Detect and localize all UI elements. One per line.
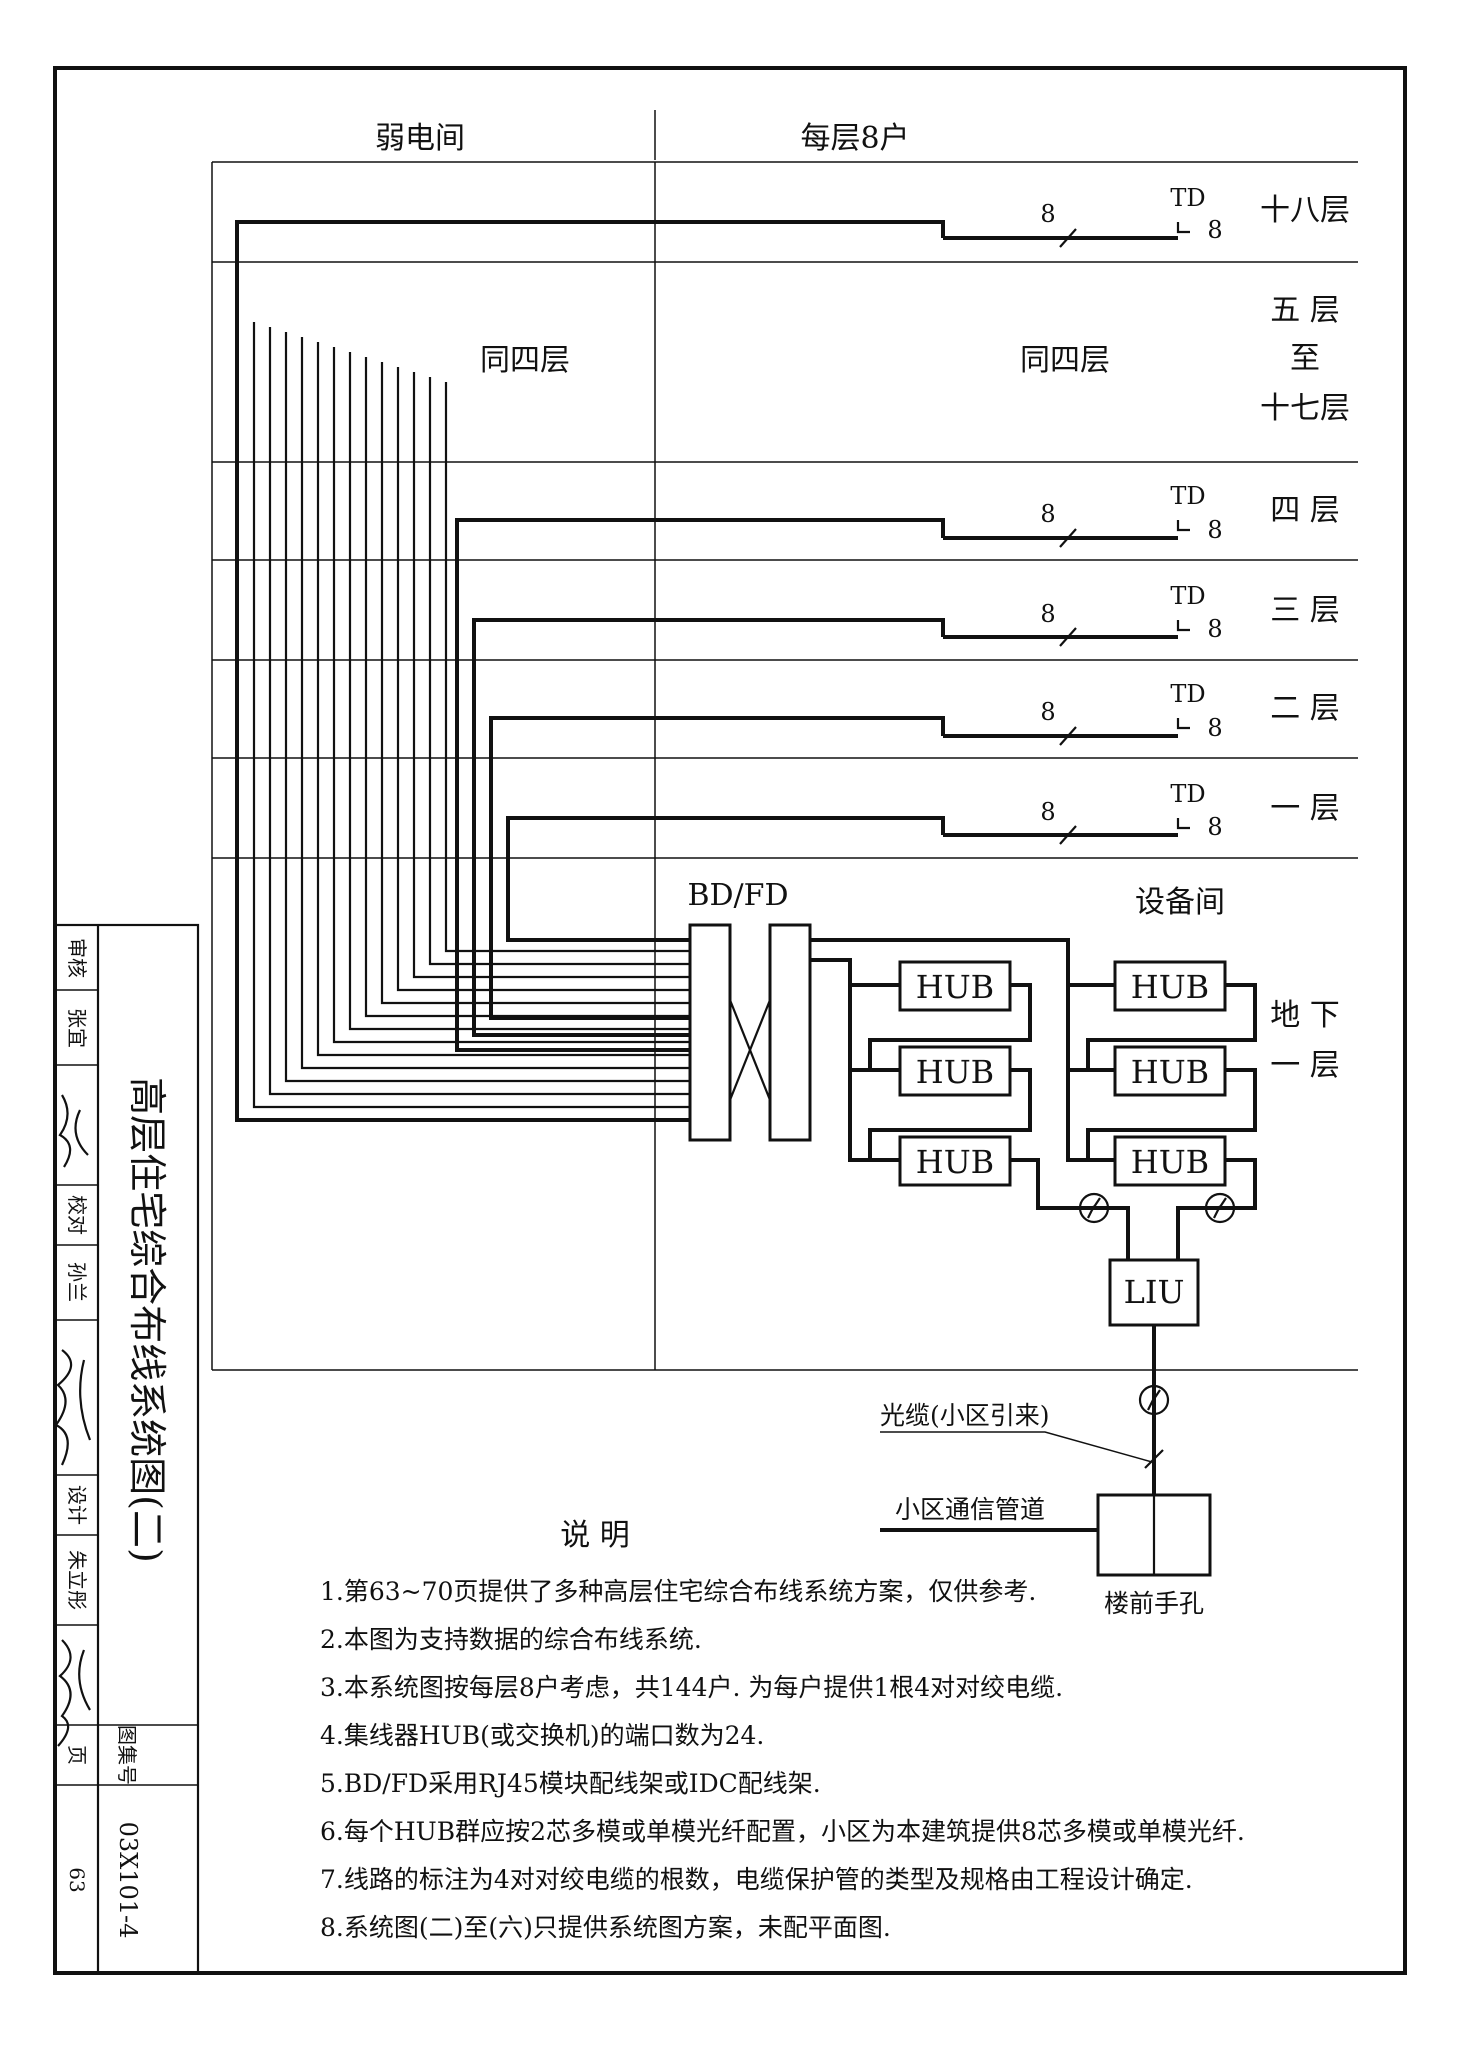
td-3: TD: [1170, 582, 1205, 610]
note-2: 2.本图为支持数据的综合布线系统.: [320, 1625, 702, 1654]
floor-label-5-17-c: 十七层: [1260, 391, 1350, 426]
floor-2-cable: 8 TD 8: [489, 680, 1223, 1020]
cable-count-18: 8: [1040, 200, 1055, 228]
same-as-4-right: 同四层: [1020, 343, 1110, 378]
floor-1-cable: 8 TD 8: [506, 780, 1223, 942]
header-weak-room: 弱电间: [375, 121, 465, 156]
svg-text:HUB: HUB: [1131, 1053, 1209, 1091]
title-design-name: 朱立彤: [65, 1550, 89, 1610]
hub-right-1: HUB: [1113, 960, 1227, 1012]
title-atlas-no: 03X101-4: [114, 1822, 142, 1939]
floor-label-4: 四 层: [1270, 493, 1340, 528]
basement-label-a: 地 下: [1270, 998, 1340, 1033]
note-6: 6.每个HUB群应按2芯多模或单模光纤配置，小区为本建筑提供8芯多模或单模光纤.: [320, 1817, 1245, 1846]
title-check-label: 校对: [65, 1195, 89, 1235]
hub-left-2: HUB: [898, 1045, 1012, 1097]
title-block: [53, 923, 200, 1975]
floor-label-5-17-b: 至: [1290, 341, 1320, 376]
svg-text:HUB: HUB: [1131, 1143, 1209, 1181]
hub-right-3: HUB: [1113, 1135, 1227, 1187]
equipment-room-label: 设备间: [1135, 885, 1225, 920]
fiber-symbol-right: [1204, 1192, 1236, 1224]
title-page-label: 页: [65, 1745, 89, 1765]
title-design-label: 设计: [65, 1485, 89, 1525]
note-4: 4.集线器HUB(或交换机)的端口数为24.: [320, 1721, 764, 1750]
cable-count-1: 8: [1040, 798, 1055, 826]
same-as-4-left: 同四层: [480, 343, 570, 378]
note-8: 8.系统图(二)至(六)只提供系统图方案，未配平面图.: [320, 1913, 891, 1942]
floor-3-cable: 8 TD 8: [472, 582, 1223, 1037]
hub-uplinks: [810, 938, 1257, 1260]
title-review-label: 审核: [65, 938, 89, 978]
td-count-18: 8: [1207, 216, 1222, 244]
td-count-1: 8: [1207, 813, 1222, 841]
title-page-no: 63: [65, 1867, 89, 1892]
hub-left-3: HUB: [898, 1135, 1012, 1187]
signature-design: [57, 1639, 91, 1747]
td-count-4: 8: [1207, 516, 1222, 544]
cable-count-3: 8: [1040, 600, 1055, 628]
td-count-3: 8: [1207, 615, 1222, 643]
floor-label-2: 二 层: [1270, 691, 1340, 726]
svg-text:HUB: HUB: [916, 1053, 994, 1091]
manhole-label: 楼前手孔: [1104, 1589, 1204, 1618]
fiber-symbol-left: [1078, 1192, 1110, 1224]
liu-box: LIU: [1108, 1258, 1200, 1327]
notes-title: 说 明: [560, 1518, 630, 1553]
note-3: 3.本系统图按每层8户考虑，共144户. 为每户提供1根4对对绞电缆.: [320, 1673, 1063, 1702]
bdfd-patch-panels: [688, 923, 812, 1142]
drawing-title: 高层住宅综合布线系统图(二): [125, 1077, 169, 1563]
fiber-label: 光缆(小区引来): [880, 1401, 1050, 1430]
td-count-2: 8: [1207, 714, 1222, 742]
cable-count-2: 8: [1040, 698, 1055, 726]
floor-label-3: 三 层: [1270, 593, 1340, 628]
td-18: TD: [1170, 184, 1205, 212]
hub-right-2: HUB: [1113, 1045, 1227, 1097]
note-1: 1.第63~70页提供了多种高层住宅综合布线系统方案，仅供参考.: [320, 1577, 1036, 1606]
riser-bundle-5-17: [252, 322, 690, 1109]
floor-4-cable: 8 TD 8: [455, 482, 1223, 1052]
duct-label: 小区通信管道: [895, 1495, 1045, 1524]
fiber-tick: [1144, 1449, 1164, 1469]
bdfd-label: BD/FD: [687, 878, 788, 913]
title-atlas-label: 图集号: [115, 1725, 139, 1785]
td-2: TD: [1170, 680, 1205, 708]
hub-left-1: HUB: [898, 960, 1012, 1012]
floor-label-18: 十八层: [1260, 193, 1350, 228]
signature-review: [58, 1094, 89, 1168]
manhole-box: [1096, 1493, 1212, 1577]
floor-18-cable: 8 TD 8: [235, 184, 1223, 1122]
floor-label-1: 一 层: [1270, 791, 1340, 826]
title-check-name: 孙兰: [65, 1262, 89, 1302]
basement-label-b: 一 层: [1270, 1048, 1340, 1083]
note-5: 5.BD/FD采用RJ45模块配线架或IDC配线架.: [320, 1769, 821, 1798]
svg-text:HUB: HUB: [916, 1143, 994, 1181]
note-7: 7.线路的标注为4对对绞电缆的根数，电缆保护管的类型及规格由工程设计确定.: [320, 1865, 1193, 1894]
svg-text:LIU: LIU: [1124, 1273, 1185, 1311]
td-4: TD: [1170, 482, 1205, 510]
title-review-name: 张宜: [65, 1008, 89, 1048]
signature-check: [54, 1349, 92, 1466]
svg-text:HUB: HUB: [916, 968, 994, 1006]
header-per-floor: 每层8户: [800, 121, 909, 156]
fiber-symbol-main: [1138, 1384, 1170, 1416]
floor-label-5-17-a: 五 层: [1270, 293, 1340, 328]
cable-count-4: 8: [1040, 500, 1055, 528]
svg-text:HUB: HUB: [1131, 968, 1209, 1006]
fiber-leader: [880, 1431, 1153, 1463]
floor-grid: [211, 161, 1358, 1371]
td-1: TD: [1170, 780, 1205, 808]
